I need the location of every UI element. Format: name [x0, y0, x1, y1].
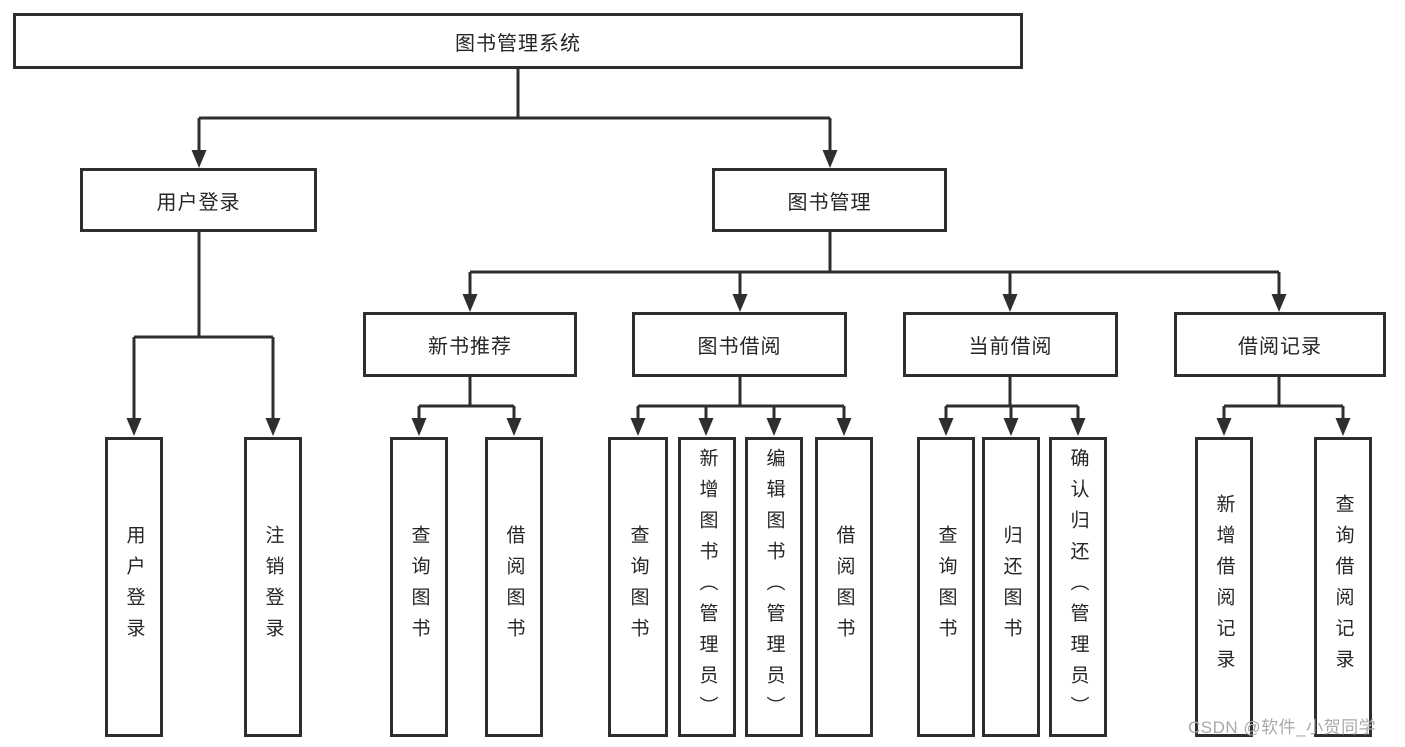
node-label: 查询借阅记录 [1332, 494, 1354, 680]
node-leaf-return-book: 归还图书 [982, 437, 1040, 737]
node-label: 图书借阅 [697, 336, 782, 358]
node-label: 借阅图书 [833, 525, 855, 649]
node-leaf-add-book-admin: 新增图书（管理员） [678, 437, 736, 737]
node-label: 新增借阅记录 [1213, 494, 1235, 680]
node-new-book-recommendation: 新书推荐 [363, 312, 577, 377]
node-label: 借阅图书 [503, 525, 525, 649]
node-label: 查询图书 [627, 525, 649, 649]
node-label: 图书管理系统 [455, 32, 581, 55]
node-leaf-confirm-return-admin: 确认归还（管理员） [1049, 437, 1107, 737]
node-label: 用户登录 [156, 191, 241, 214]
node-book-management: 图书管理 [712, 168, 947, 232]
node-leaf-edit-book-admin: 编辑图书（管理员） [745, 437, 803, 737]
node-leaf-logout: 注销登录 [244, 437, 302, 737]
node-leaf-query-borrow-record: 查询借阅记录 [1314, 437, 1372, 737]
node-label: 图书管理 [787, 191, 872, 214]
node-label: 查询图书 [408, 525, 430, 649]
node-label: 新增图书（管理员） [696, 447, 718, 727]
node-user-login: 用户登录 [80, 168, 317, 232]
node-library-management-system: 图书管理系统 [13, 13, 1023, 69]
node-leaf-borrow-books-recommend: 借阅图书 [485, 437, 543, 737]
node-label: 查询图书 [935, 525, 957, 649]
node-book-borrowing: 图书借阅 [632, 312, 847, 377]
node-label: 确认归还（管理员） [1067, 447, 1089, 727]
node-leaf-add-borrow-record: 新增借阅记录 [1195, 437, 1253, 737]
node-label: 用户登录 [123, 525, 145, 649]
node-leaf-query-books-recommend: 查询图书 [390, 437, 448, 737]
node-label: 当前借阅 [968, 336, 1053, 358]
node-leaf-query-books-current: 查询图书 [917, 437, 975, 737]
node-label: 编辑图书（管理员） [763, 447, 785, 727]
node-label: 注销登录 [262, 525, 284, 649]
node-current-borrowing: 当前借阅 [903, 312, 1118, 377]
node-label: 新书推荐 [428, 336, 512, 358]
node-leaf-borrow-books: 借阅图书 [815, 437, 873, 737]
node-borrowing-records: 借阅记录 [1174, 312, 1386, 377]
node-label: 归还图书 [1000, 525, 1022, 649]
csdn-watermark: CSDN @软件_小贺同学 [1188, 718, 1377, 737]
node-label: 借阅记录 [1238, 336, 1322, 358]
node-leaf-query-books-borrow: 查询图书 [608, 437, 668, 737]
node-leaf-user-login: 用户登录 [105, 437, 163, 737]
